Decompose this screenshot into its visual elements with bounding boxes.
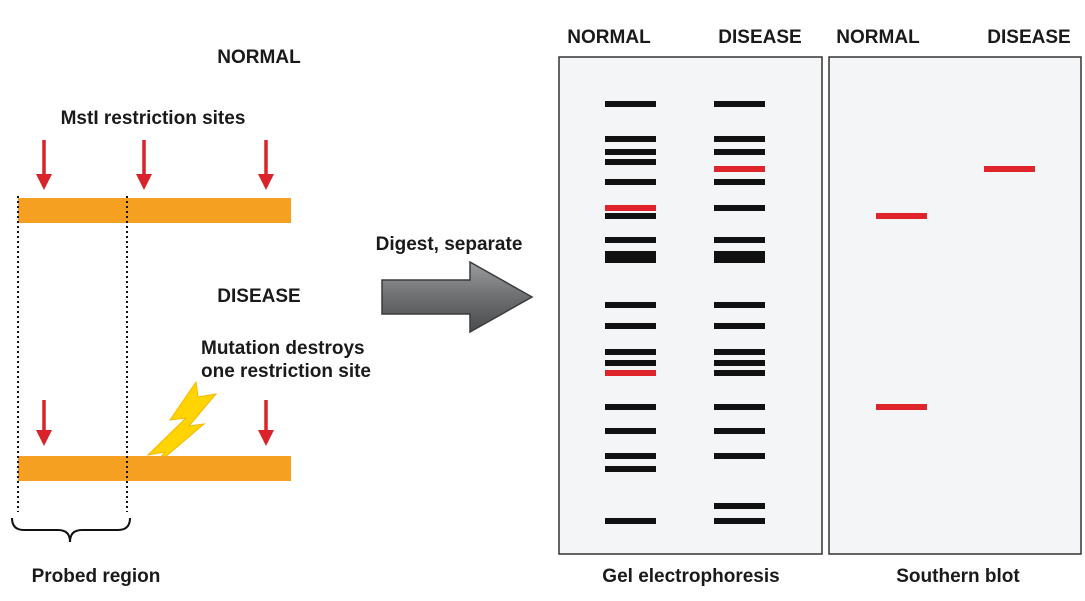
blot-normal-band-2: [876, 404, 927, 410]
gel-normal-band-17: [605, 428, 656, 434]
gel-normal-band-4: [605, 159, 656, 165]
blot-disease-band-1: [984, 166, 1035, 172]
gel-disease-band-16: [714, 428, 765, 434]
gel-lane-label-disease: DISEASE: [718, 27, 801, 48]
gel-normal-band-12: [605, 323, 656, 329]
gel-disease-band-15: [714, 404, 765, 410]
gel-normal-band-9: [605, 251, 656, 257]
probed-region-label: Probed region: [32, 566, 161, 587]
gel-normal-band-10: [605, 257, 656, 263]
mutation-label-line1: Mutation destroys: [201, 338, 365, 359]
gel-normal-band-11: [605, 302, 656, 308]
disease-dna-bar: [18, 456, 291, 481]
gel-disease-band-1: [714, 101, 765, 107]
gel-normal-band-13: [605, 349, 656, 355]
blot-lane-label-disease: DISEASE: [987, 27, 1070, 48]
gel-disease-band-19: [714, 518, 765, 524]
southern-caption: Southern blot: [896, 566, 1020, 587]
gel-disease-band-7: [714, 237, 765, 243]
gel-disease-band-6: [714, 205, 765, 211]
gel-disease-band-13: [714, 360, 765, 366]
gel-normal-band-18: [605, 453, 656, 459]
gel-disease-band-3: [714, 149, 765, 155]
gel-normal-band-2: [605, 136, 656, 142]
normal-heading: NORMAL: [217, 47, 301, 68]
gel-normal-band-7: [605, 213, 656, 219]
gel-normal-band-6: [605, 205, 656, 211]
gel-normal-band-16: [605, 404, 656, 410]
gel-disease-band-8: [714, 251, 765, 257]
brace: [11, 517, 131, 543]
gel-disease-band-9: [714, 257, 765, 263]
gel-normal-band-20: [605, 518, 656, 524]
gel-normal-band-5: [605, 179, 656, 185]
gel-disease-band-17: [714, 453, 765, 459]
southern-panel: [828, 56, 1082, 555]
process-label: Digest, separate: [376, 234, 523, 255]
gel-normal-band-14: [605, 360, 656, 366]
mutation-label-line2: one restriction site: [201, 361, 371, 382]
normal-dna-bar: [18, 198, 291, 223]
process-arrow: [381, 260, 534, 334]
gel-normal-band-8: [605, 237, 656, 243]
gel-normal-band-19: [605, 466, 656, 472]
gel-disease-band-10: [714, 302, 765, 308]
gel-disease-band-2: [714, 136, 765, 142]
gel-disease-band-14: [714, 370, 765, 376]
gel-lane-label-normal: NORMAL: [567, 27, 651, 48]
gel-bands: [605, 101, 765, 524]
restriction-site-arrow: [258, 140, 274, 190]
disease-heading: DISEASE: [217, 286, 300, 307]
restriction-sites-label: MstI restriction sites: [61, 108, 246, 129]
restriction-site-arrow: [136, 140, 152, 190]
gel-normal-band-15: [605, 370, 656, 376]
gel-normal-band-3: [605, 149, 656, 155]
gel-disease-band-12: [714, 349, 765, 355]
gel-disease-band-11: [714, 323, 765, 329]
gel-disease-band-4: [714, 166, 765, 172]
gel-caption: Gel electrophoresis: [602, 566, 779, 587]
restriction-site-arrow: [36, 140, 52, 190]
blot-normal-band-1: [876, 213, 927, 219]
restriction-site-arrow: [258, 400, 274, 446]
gel-disease-band-5: [714, 179, 765, 185]
gel-normal-band-1: [605, 101, 656, 107]
gel-disease-band-18: [714, 503, 765, 509]
gel-panel: [558, 56, 823, 555]
southern-bands: [876, 166, 1035, 410]
restriction-site-arrow: [36, 400, 52, 446]
blot-lane-label-normal: NORMAL: [836, 27, 920, 48]
